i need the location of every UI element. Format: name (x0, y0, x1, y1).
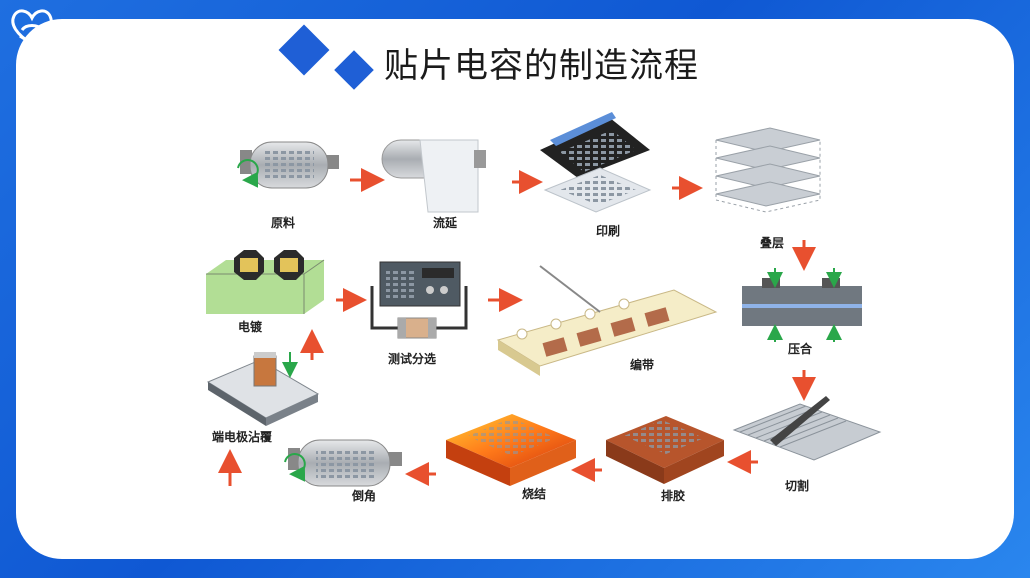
step-label-plating: 电镀 (238, 320, 263, 334)
printing-screen (540, 112, 652, 213)
step-label-pressing: 压合 (788, 342, 813, 356)
debinding-tray (606, 416, 724, 484)
step-label-testing: 测试分选 (388, 352, 437, 366)
step-label-stacking: 叠层 (760, 236, 785, 250)
test-instrument (370, 261, 468, 339)
plating-tank (206, 250, 325, 314)
chamfering-drum (284, 439, 402, 487)
title-diamonds-icon (278, 24, 374, 90)
step-label-printing: 印刷 (596, 224, 621, 238)
flow-arrows (218, 168, 816, 486)
stacking-layers (715, 127, 821, 213)
step-label-chamfering: 倒角 (352, 489, 377, 503)
cutting-block (732, 396, 882, 461)
page-title: 贴片电容的制造流程 (384, 46, 699, 86)
step-label-raw: 原料 (271, 216, 296, 230)
termination-plate (206, 352, 320, 426)
step-label-debinding: 排胶 (661, 489, 686, 503)
step-label-casting: 流延 (433, 216, 458, 230)
step-label-sintering: 烧结 (522, 487, 547, 501)
press-plates (742, 268, 862, 342)
raw-material-drum (237, 141, 339, 189)
step-label-cutting: 切割 (785, 479, 810, 493)
sintering-kiln (446, 414, 576, 486)
step-label-taping: 编带 (630, 358, 655, 372)
company-logo (11, 9, 53, 46)
carrier-tape (496, 265, 718, 376)
casting-roll (381, 139, 486, 213)
step-label-termination: 端电极沾覆 (212, 430, 273, 444)
